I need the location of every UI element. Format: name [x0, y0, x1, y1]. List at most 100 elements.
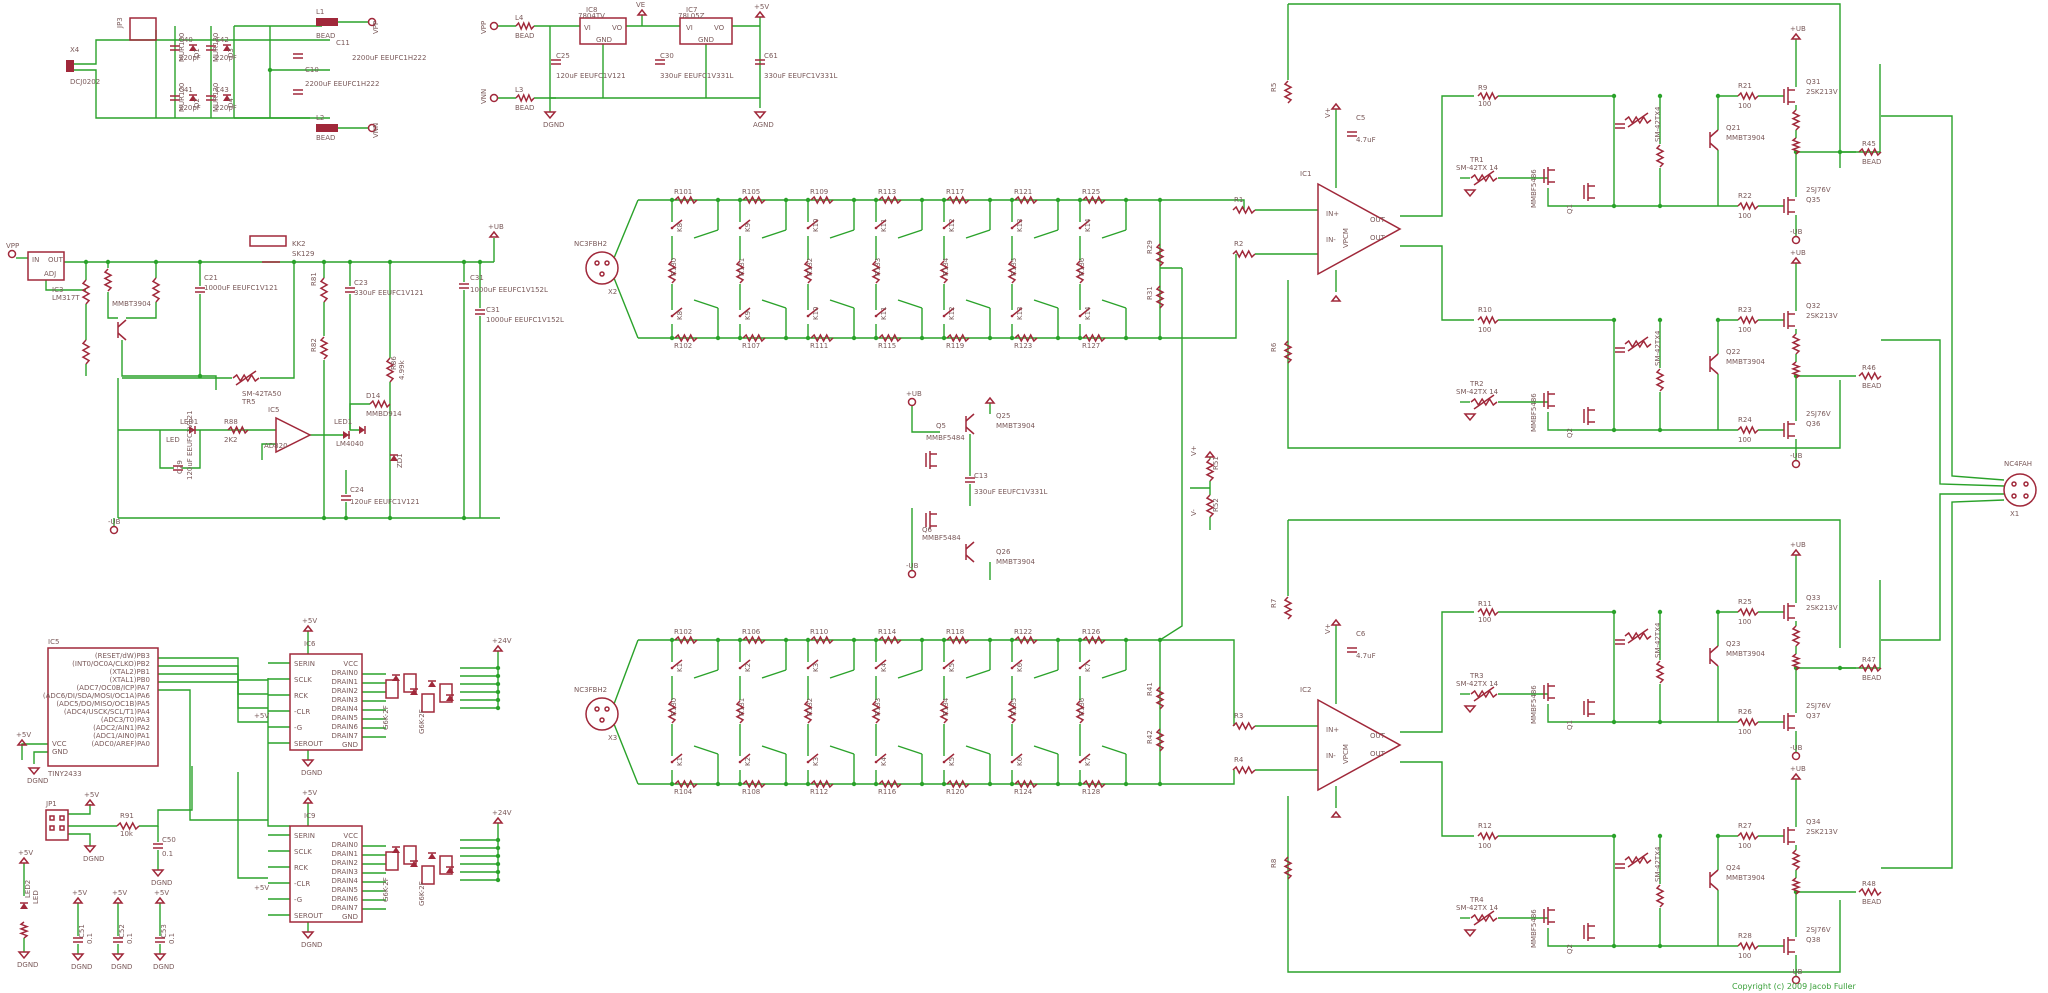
- wire: [613, 277, 639, 339]
- output-pin: [2023, 493, 2029, 499]
- wire: [267, 678, 290, 827]
- top-resistor-chain: R132: [806, 258, 814, 276]
- junction-dot: [321, 259, 327, 265]
- rail-label: VPP: [372, 21, 380, 34]
- resistor-symbol: [871, 260, 881, 284]
- wire: [549, 26, 556, 99]
- wire: [1547, 704, 1718, 723]
- relay-label: K14: [1084, 306, 1092, 320]
- port-label: -UB: [1790, 968, 1803, 976]
- junction-dot: [495, 861, 501, 867]
- amp-bottom-gate-res: R28: [1738, 932, 1752, 940]
- cap-ref: C31: [470, 274, 484, 282]
- wire: [761, 229, 787, 239]
- resistor-symbol: [1737, 941, 1759, 951]
- wire: [613, 199, 639, 259]
- amp-bottom-driver-ref: Q24: [1726, 864, 1741, 872]
- junction-dot: [1611, 93, 1617, 99]
- junction-dot: [1611, 609, 1617, 615]
- shift-register-pin-right: GND: [342, 741, 358, 749]
- relay-coil: [439, 683, 453, 703]
- bjt-emitter: [1709, 142, 1719, 151]
- relay-label: K4: [880, 756, 888, 766]
- regulator-pin: VI: [686, 24, 693, 32]
- relay-label: K5: [948, 757, 956, 766]
- amp-top-fet-ref: Q32: [1806, 302, 1820, 310]
- resistor-symbol: [1155, 285, 1165, 309]
- dc-jack-part: DCJ0202: [70, 78, 100, 86]
- shift-register-supply: +5V: [254, 712, 269, 720]
- diode-ref: LED1: [334, 418, 352, 426]
- bottom-resistor-top: R122: [1014, 628, 1032, 636]
- resistor-symbol: [1791, 109, 1801, 131]
- junction-dot: [1657, 609, 1663, 615]
- amp-top-driver-ref: Q22: [1726, 348, 1740, 356]
- amp-top-opamp-part: VPCM: [1342, 228, 1350, 248]
- top-resistor-top: R117: [946, 188, 964, 196]
- junction-dot: [105, 259, 111, 265]
- diode-symbol: [410, 689, 418, 695]
- regulator-body: [27, 251, 65, 281]
- junction-dot: [461, 259, 467, 265]
- resistor-symbol: [1155, 686, 1165, 710]
- diode-symbol: [428, 681, 436, 687]
- resistor-symbol: [1790, 877, 1802, 895]
- dc-jack-ref: X4: [70, 46, 80, 54]
- xlr-part: NC3FBH2: [574, 686, 607, 694]
- resistor-symbol: [674, 635, 698, 645]
- resistor-symbol: [674, 779, 698, 789]
- relay-label: K8: [676, 223, 684, 232]
- wire: [1101, 669, 1127, 679]
- diode-symbol: [189, 45, 197, 51]
- ground-symbol: [27, 767, 41, 776]
- amp-bottom-out-res: R48: [1862, 880, 1876, 888]
- supply-arrow: [492, 816, 504, 824]
- resistor-symbol: [735, 260, 745, 284]
- junction-dot: [477, 259, 483, 265]
- resistor-symbol: [1205, 458, 1215, 482]
- bjt-collector: [1709, 353, 1719, 362]
- wire: [260, 262, 295, 379]
- zener-ref: ZD1: [396, 453, 404, 468]
- bottom-resistor-top: R102: [674, 628, 692, 636]
- bead-value: BEAD: [316, 134, 335, 142]
- diode-ref: D3: [227, 48, 235, 58]
- mcu-body: [47, 647, 159, 767]
- relay-contact: [1079, 659, 1091, 669]
- ground-label: DGND: [27, 777, 48, 785]
- relay-pin: [670, 760, 674, 764]
- relay-label: K7: [1084, 663, 1092, 672]
- junction-dot: [1657, 719, 1663, 725]
- resistor-symbol: [803, 700, 813, 724]
- isp-pin: [49, 825, 55, 831]
- junction-dot: [495, 689, 501, 695]
- xlr-ref: X2: [608, 288, 617, 296]
- isp-ref: JP1: [45, 800, 57, 808]
- wire: [1400, 95, 1474, 217]
- xlr-part: NC3FBH2: [574, 240, 607, 248]
- amp-bottom-pin: OUT: [1370, 750, 1386, 758]
- port-terminal: [7, 249, 17, 259]
- decoupling-ref: C51: [78, 924, 86, 938]
- amp-top-bias-res: R6: [1270, 342, 1278, 352]
- res-ref: R31: [1146, 286, 1154, 300]
- connector-body: [129, 17, 157, 41]
- amp-top-fet-part: 2SK213V: [1806, 88, 1838, 96]
- relay-contact: [671, 307, 683, 317]
- junction-dot: [495, 877, 501, 883]
- bjt-emitter: [1709, 366, 1719, 375]
- ground-label: DGND: [111, 963, 132, 971]
- port-terminal: [1791, 459, 1801, 469]
- relay-label: K3: [812, 757, 820, 766]
- wire: [45, 280, 86, 291]
- junction-dot: [495, 665, 501, 671]
- amp-bottom-gate-value: 100: [1738, 952, 1751, 960]
- amp-bottom-gate-res: R12: [1478, 822, 1492, 830]
- amp-bottom-fet-part: 2SJ76V: [1806, 702, 1831, 710]
- res-ref: R88: [224, 418, 238, 426]
- relay-coil: [403, 845, 417, 865]
- shift-register-pin-right: DRAIN1: [331, 850, 358, 858]
- amp-top-opamp-ref: IC1: [1300, 170, 1311, 178]
- top-resistor-top: R125: [1082, 188, 1100, 196]
- wire: [107, 292, 118, 319]
